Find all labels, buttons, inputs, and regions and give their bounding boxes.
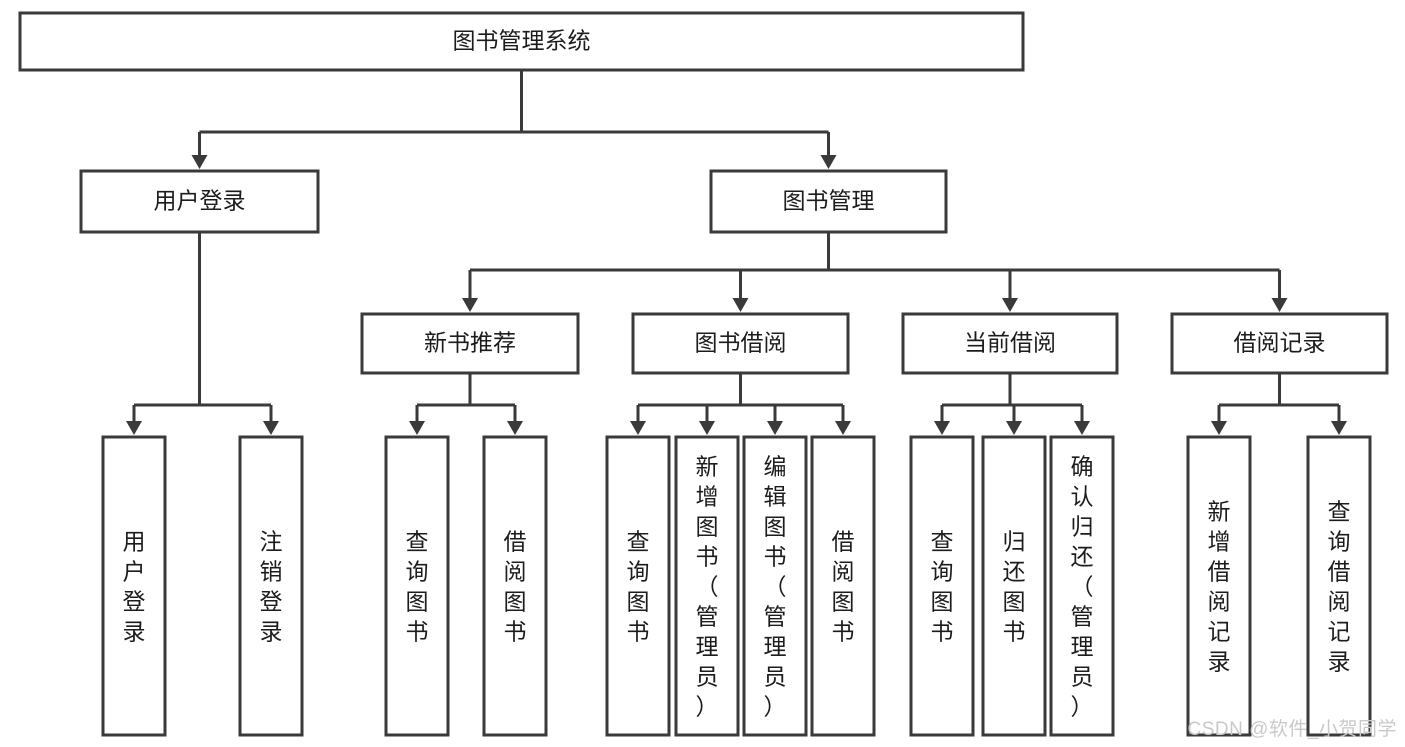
level2-node-0[interactable]: 用户登录 — [79, 169, 320, 234]
leaf-node-10-label: 确认归还（管理员） — [1071, 453, 1094, 719]
leaf-node-8[interactable]: 查询图书 — [909, 435, 975, 737]
level3-node-0[interactable]: 新书推荐 — [360, 312, 580, 375]
leaf-node-11-box — [1186, 435, 1252, 737]
level3-node-1-label: 图书借阅 — [695, 330, 787, 356]
leaf-node-6[interactable]: 编辑图书（管理员） — [742, 435, 808, 737]
leaf-node-12-box — [1306, 435, 1372, 737]
leaf-node-6-box — [742, 435, 808, 737]
leaf-node-2-label: 查询图书 — [406, 528, 429, 644]
leaf-node-1-label: 注销登录 — [260, 528, 283, 644]
leaf-node-3-label: 借阅图书 — [504, 528, 527, 644]
level3-node-3[interactable]: 借阅记录 — [1170, 312, 1389, 375]
leaf-node-8-label: 查询图书 — [931, 528, 954, 644]
leaf-node-12-label: 查询借阅记录 — [1328, 498, 1351, 674]
level2-node-1[interactable]: 图书管理 — [709, 169, 948, 234]
leaf-node-4-box — [605, 435, 671, 737]
leaf-node-12[interactable]: 查询借阅记录 — [1306, 435, 1372, 737]
level3-node-0-box — [360, 312, 580, 375]
level2-node-1-label: 图书管理 — [783, 188, 875, 214]
level3-node-1-box — [631, 312, 850, 375]
leaf-node-9-box — [981, 435, 1047, 737]
root-node[interactable]: 图书管理系统 — [18, 11, 1025, 72]
leaf-node-6-label: 编辑图书（管理员） — [764, 453, 787, 719]
level3-node-1[interactable]: 图书借阅 — [631, 312, 850, 375]
root-node-box — [18, 11, 1025, 72]
leaf-node-3-box — [482, 435, 548, 737]
level3-node-2[interactable]: 当前借阅 — [901, 312, 1119, 375]
leaf-node-7-box — [810, 435, 876, 737]
leaf-node-3[interactable]: 借阅图书 — [482, 435, 548, 737]
leaf-node-5-box — [674, 435, 740, 737]
level2-node-0-box — [79, 169, 320, 234]
level2-node-1-box — [709, 169, 948, 234]
level3-node-2-label: 当前借阅 — [964, 330, 1056, 356]
leaf-node-4[interactable]: 查询图书 — [605, 435, 671, 737]
leaf-node-10-box — [1049, 435, 1115, 737]
leaf-node-1[interactable]: 注销登录 — [238, 435, 304, 737]
connector-layer — [126, 70, 1347, 435]
leaf-node-0-box — [101, 435, 167, 737]
leaf-node-1-box — [238, 435, 304, 737]
leaf-node-11[interactable]: 新增借阅记录 — [1186, 435, 1252, 737]
level3-node-3-box — [1170, 312, 1389, 375]
root-node-label: 图书管理系统 — [453, 28, 591, 54]
leaf-node-5[interactable]: 新增图书（管理员） — [674, 435, 740, 737]
leaf-node-7-label: 借阅图书 — [832, 528, 855, 644]
leaf-node-2[interactable]: 查询图书 — [384, 435, 450, 737]
leaf-node-10[interactable]: 确认归还（管理员） — [1049, 435, 1115, 737]
leaf-node-8-box — [909, 435, 975, 737]
leaf-node-7[interactable]: 借阅图书 — [810, 435, 876, 737]
leaf-node-2-box — [384, 435, 450, 737]
watermark-label: CSDN @软件_小贺同学 — [1187, 719, 1397, 740]
level3-node-0-label: 新书推荐 — [424, 330, 516, 356]
leaf-node-4-label: 查询图书 — [627, 528, 650, 644]
leaf-node-5-label: 新增图书（管理员） — [696, 453, 719, 719]
leaf-node-0[interactable]: 用户登录 — [101, 435, 167, 737]
level3-node-3-label: 借阅记录 — [1234, 330, 1326, 356]
level3-node-2-box — [901, 312, 1119, 375]
leaf-node-9[interactable]: 归还图书 — [981, 435, 1047, 737]
node-layer: 图书管理系统用户登录图书管理新书推荐图书借阅当前借阅借阅记录用户登录注销登录查询… — [18, 11, 1389, 737]
level2-node-0-label: 用户登录 — [154, 188, 246, 214]
leaf-node-9-label: 归还图书 — [1003, 528, 1026, 644]
leaf-node-0-label: 用户登录 — [123, 528, 146, 644]
leaf-node-11-label: 新增借阅记录 — [1208, 498, 1231, 674]
